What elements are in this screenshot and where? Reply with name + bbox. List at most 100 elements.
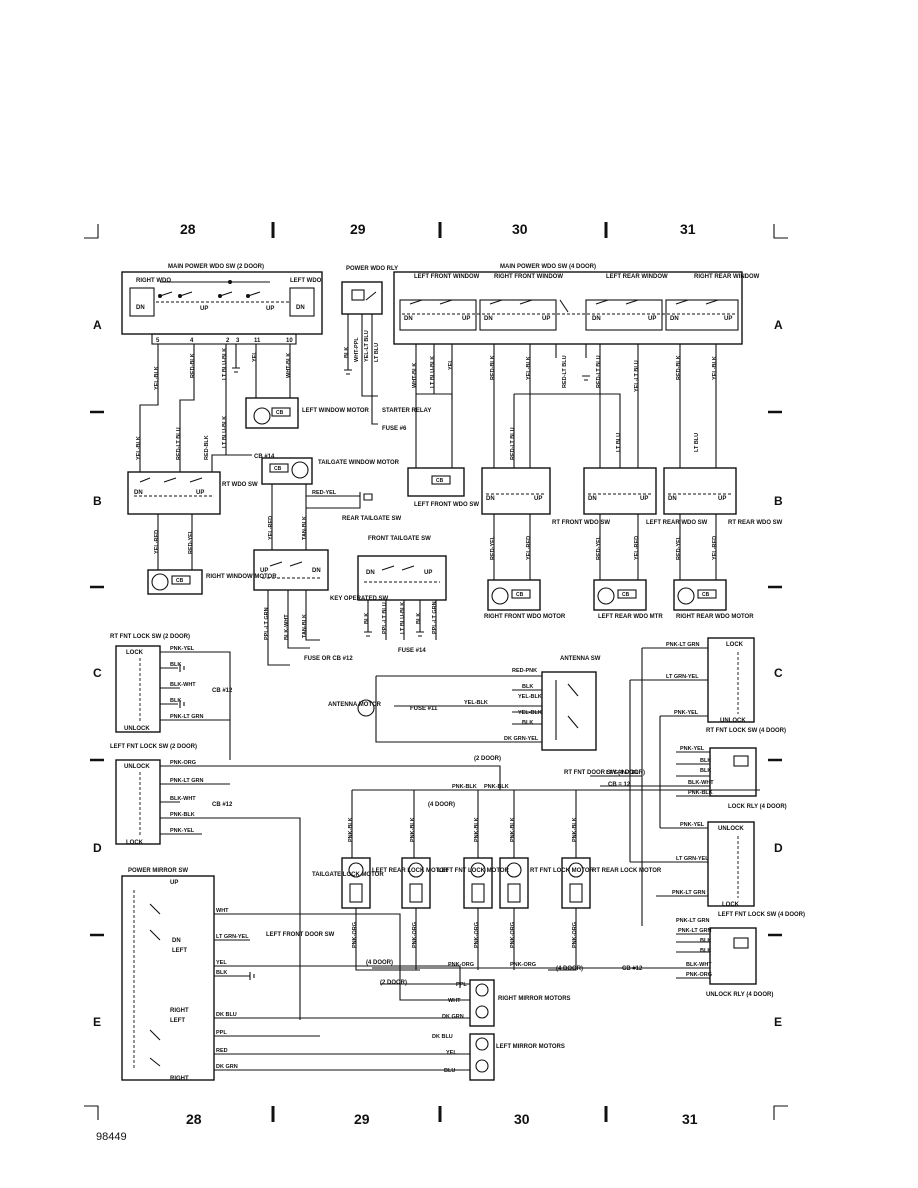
wire-label: PPL-LT GRN <box>432 601 438 634</box>
column-label: 31 <box>680 221 696 237</box>
wire-label: YEL-BLK <box>154 366 160 390</box>
component-label: FUSE OR CB #12 <box>304 656 353 662</box>
unlock-rly-4door: PNK-LT GRN PNK-LT GRN BLK BLK BLK-WHT PN… <box>676 918 773 998</box>
power-wdo-rly: POWER WDO RLY BLK WHT-PPL YEL-LT BLU LT … <box>341 266 431 432</box>
wire-label: YEL-RED <box>712 536 718 560</box>
left-rear-lock-motor: LEFT REAR LOCK MOTOR PNK-ORG PNK-BLK <box>372 817 449 970</box>
up-label: UP <box>424 570 432 576</box>
dn-label: DN <box>484 316 493 322</box>
column-label: 30 <box>512 221 528 237</box>
row-label: B <box>93 494 102 508</box>
wire-label: LT BLU-BLK <box>430 356 436 388</box>
label-4door: (4 DOOR) <box>428 802 455 808</box>
wire-label: RED-BLK <box>204 435 210 460</box>
component-label: RIGHT FRONT WINDOW <box>494 274 563 280</box>
wire-label: RED-YEL <box>676 535 682 560</box>
row-label: B <box>774 494 783 508</box>
cb-label: CB <box>622 592 630 598</box>
lock-rly-4door: PNK-YEL BLK BLK BLK-WHT PNK-BLK LOCK RLY… <box>676 746 787 810</box>
corner-mark <box>84 1105 99 1120</box>
component-label: RT FRONT WDO SW <box>552 520 610 526</box>
unlock-label: UNLOCK <box>124 726 150 732</box>
dn-label: DN <box>312 568 321 574</box>
dn-label: DN <box>296 305 305 311</box>
column-label: 31 <box>682 1111 698 1127</box>
door-bus-bottom: (4 DOOR) (2 DOOR) PNK-ORG PNK-ORG (4 DOO… <box>366 960 708 986</box>
wire-label: BLK-WHT <box>170 796 196 802</box>
wire-label: BLK-WHT <box>688 780 714 786</box>
mirror-right-label: RIGHT <box>170 1008 189 1014</box>
wire-label: YEL <box>216 960 227 966</box>
component-label: LEFT MIRROR MOTORS <box>496 1044 565 1050</box>
row-label: E <box>774 1015 782 1029</box>
key-operated-sw: UP DN KEY OPERATED SW PPL-LT GRN BLK-WHT… <box>253 549 388 666</box>
wire-label: YEL <box>448 359 454 370</box>
mirror-right-label: RIGHT <box>170 1076 189 1082</box>
component-label: RT FNT DOOR SW (4 DOOR) <box>564 770 645 776</box>
component-label: KEY OPERATED SW <box>330 596 388 602</box>
left-window-motor: CB LEFT WINDOW MOTOR <box>245 397 370 429</box>
wire-label: PNK-LT GRN <box>672 890 706 896</box>
left-mirror-motors: DK BLU YEL BLU LEFT MIRROR MOTORS <box>432 1033 565 1081</box>
wire-label: YEL-RED <box>154 530 160 554</box>
rt-front-wdo-sw: DN UP RT FRONT WDO SW RED-YEL YEL-RED <box>481 467 610 580</box>
wire-label: LT GRN-YEL <box>676 856 709 862</box>
corner-mark <box>773 224 788 239</box>
mirror-switch-wiring: WHT LT GRN-YEL LEFT FRONT DOOR SW YEL BL… <box>214 908 470 1071</box>
wire-label: WHT-BLK <box>286 353 292 378</box>
wire-label: BLK <box>416 613 422 624</box>
wire-label: PNK-BLK <box>452 784 477 790</box>
cb-label: CB <box>274 466 282 472</box>
wire-label: PNK-ORG <box>352 922 358 948</box>
up-label: UP <box>196 490 204 496</box>
lock-label: LOCK <box>722 902 740 908</box>
wire-label: YEL-LT BLU <box>634 360 640 392</box>
up-label: UP <box>266 306 274 312</box>
rt-fnt-lock-motor: RT FNT LOCK MOTOR PNK-ORG PNK-BLK <box>499 817 595 970</box>
wire-label: YEL-RED <box>634 536 640 560</box>
column-label: 30 <box>514 1111 530 1127</box>
wire-label: PNK-ORG <box>412 922 418 948</box>
component-label: ANTENNA SW <box>560 656 601 662</box>
component-label: MAIN POWER WDO SW (4 DOOR) <box>500 264 596 270</box>
wire-label: YEL-BLK <box>464 700 488 706</box>
column-label: 28 <box>180 221 196 237</box>
wire-label: YEL <box>252 351 258 362</box>
component-label: RIGHT REAR WINDOW <box>694 274 760 280</box>
label-4door: (4 DOOR) <box>366 960 393 966</box>
right-rear-wdo-motor: CB RIGHT REAR WDO MOTOR <box>673 579 754 620</box>
wire-label: RED-YEL <box>312 490 337 496</box>
wire-label: BLK-WHT <box>686 962 712 968</box>
wire-label: BLK-WHT <box>284 614 290 640</box>
wire-label: YEL-BLK <box>712 356 718 380</box>
wire-label: YEL-RED <box>268 516 274 540</box>
label-2door: (2 DOOR) <box>474 756 501 762</box>
component-label: LEFT REAR WDO MTR <box>598 614 663 620</box>
component-label: LEFT FRONT WINDOW <box>414 274 480 280</box>
wire-label: PNK-LT GRN <box>170 714 204 720</box>
wire-label: RED-BLK <box>676 355 682 380</box>
wire-label: DK BLU <box>216 1012 237 1018</box>
tailgate-lock-motor: TAILGATE LOCK MOTOR PNK-ORG PNK-BLK <box>312 817 420 971</box>
rt-wdo-sw: DN UP RT WDO SW YEL-RED RED-YEL <box>127 471 258 570</box>
wire-label: YEL-LT BLU <box>364 330 370 362</box>
corner-mark <box>773 1105 788 1120</box>
unlock-label: UNLOCK <box>718 826 744 832</box>
unlock-label: UNLOCK <box>720 718 746 724</box>
wire-label: WHT-PPL <box>354 337 360 362</box>
wire-label: PNK-ORG <box>170 760 196 766</box>
dn-label: DN <box>592 316 601 322</box>
wire-label: RED-LT BLU <box>562 355 568 388</box>
up-label: UP <box>648 316 656 322</box>
wire-label: LT BLU-BLK <box>400 602 406 634</box>
component-label: LOCK RLY (4 DOOR) <box>728 804 787 810</box>
wire-label: BLK <box>170 662 181 668</box>
lock-label: LOCK <box>126 650 144 656</box>
wire-label: PNK-BLK <box>510 817 516 842</box>
column-label: 28 <box>186 1111 202 1127</box>
cb-label: CB <box>516 592 524 598</box>
pin-number: 2 <box>226 338 230 344</box>
wire-label: LT BLU-BLK <box>222 348 228 380</box>
wire-label: LT BLU <box>616 433 622 452</box>
dn-label: DN <box>486 496 495 502</box>
